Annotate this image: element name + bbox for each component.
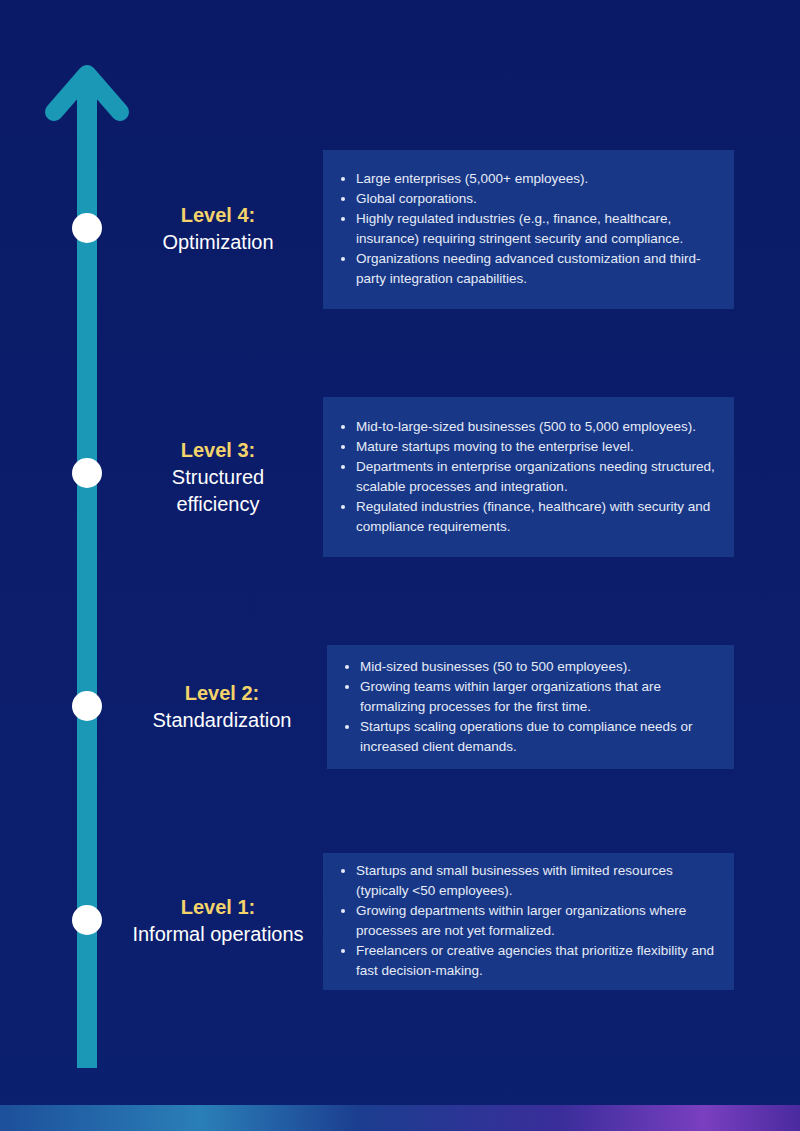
bullet-list: Mid-to-large-sized businesses (500 to 5,… [333, 417, 720, 537]
level-box: Level 4:OptimizationLarge enterprises (5… [323, 150, 734, 309]
bullet-item: Large enterprises (5,000+ employees). [356, 169, 720, 189]
level-name: Standardization [134, 707, 310, 734]
level-number: Level 2: [134, 680, 310, 707]
level-name: Optimization [130, 229, 306, 256]
bullet-item: Growing teams within larger organization… [360, 677, 720, 717]
bullet-list: Mid-sized businesses (50 to 500 employee… [337, 657, 720, 757]
bullet-item: Growing departments within larger organi… [356, 901, 720, 941]
level-dot [72, 691, 102, 721]
bullet-item: Startups scaling operations due to compl… [360, 717, 720, 757]
axis-arrowhead [54, 74, 120, 112]
bullet-item: Departments in enterprise organizations … [356, 457, 720, 497]
level-name: Informal operations [130, 921, 306, 948]
bullet-item: Startups and small businesses with limit… [356, 861, 720, 901]
bullet-list: Large enterprises (5,000+ employees).Glo… [333, 169, 720, 289]
level-heading: Level 1:Informal operations [130, 894, 306, 948]
bullet-item: Global corporations. [356, 189, 720, 209]
bullet-item: Regulated industries (finance, healthcar… [356, 497, 720, 537]
level-heading: Level 4:Optimization [130, 202, 306, 256]
level-dot [72, 905, 102, 935]
level-box: Level 1:Informal operationsStartups and … [323, 853, 734, 990]
level-heading: Level 2:Standardization [134, 680, 310, 734]
level-number: Level 1: [130, 894, 306, 921]
level-number: Level 3: [130, 437, 306, 464]
bullet-list: Startups and small businesses with limit… [333, 861, 720, 981]
level-box: Level 3:Structured efficiencyMid-to-larg… [323, 397, 734, 557]
level-box: Level 2:StandardizationMid-sized busines… [327, 645, 734, 769]
level-dot [72, 458, 102, 488]
bullet-item: Mid-sized businesses (50 to 500 employee… [360, 657, 720, 677]
level-heading: Level 3:Structured efficiency [130, 437, 306, 518]
level-name: Structured efficiency [130, 464, 306, 518]
level-number: Level 4: [130, 202, 306, 229]
bullet-item: Highly regulated industries (e.g., finan… [356, 209, 720, 249]
bullet-item: Mid-to-large-sized businesses (500 to 5,… [356, 417, 720, 437]
bullet-item: Freelancers or creative agencies that pr… [356, 941, 720, 981]
bullet-item: Mature startups moving to the enterprise… [356, 437, 720, 457]
bullet-item: Organizations needing advanced customiza… [356, 249, 720, 289]
bottom-strip [0, 1105, 800, 1131]
level-dot [72, 213, 102, 243]
